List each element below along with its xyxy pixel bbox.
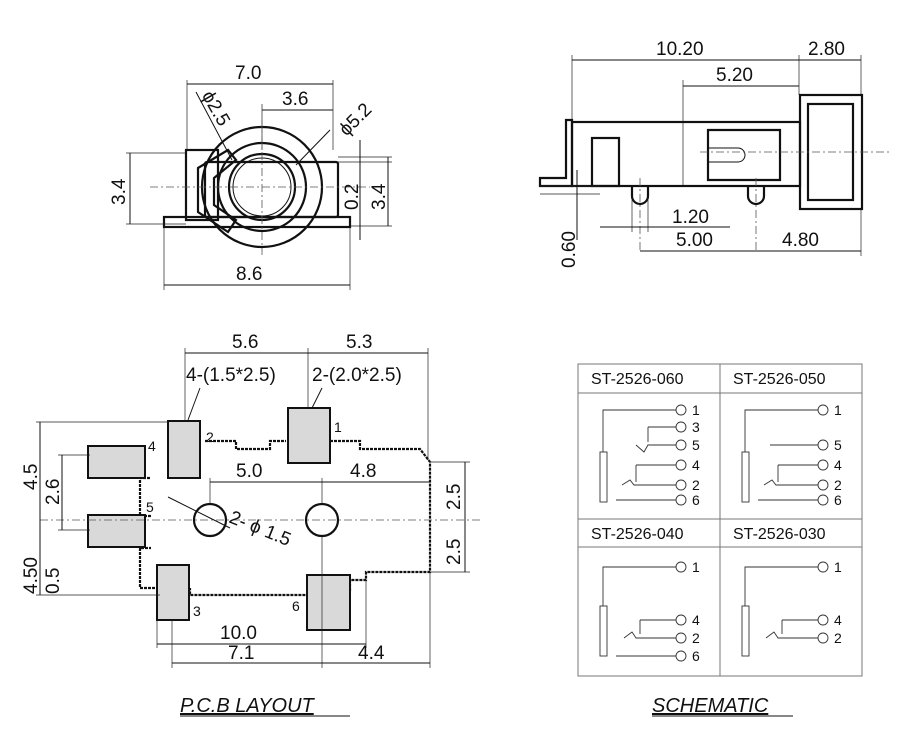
s050-pin-5: 5 bbox=[834, 437, 842, 453]
s030-pin-1: 1 bbox=[834, 559, 842, 575]
dim-rear: 4.80 bbox=[782, 230, 819, 251]
dim-height-left: 3.4 bbox=[109, 178, 130, 205]
model-040: ST-2526-040 bbox=[591, 526, 684, 543]
side-view: 10.20 2.80 5.20 0.60 1.20 5.00 4.80 bbox=[538, 39, 890, 268]
s060-pin-1: 1 bbox=[692, 402, 700, 418]
front-view: 7.0 3.6 ϕ2.5 ϕ5.2 3.4 0.2 3.4 bbox=[109, 63, 392, 290]
pin-label-6: 6 bbox=[292, 598, 300, 614]
pad-1 bbox=[287, 407, 331, 464]
dim-width-bottom: 8.6 bbox=[236, 264, 262, 285]
pad-4 bbox=[87, 445, 146, 479]
pad-6 bbox=[306, 574, 351, 631]
dim-pcb-top-right: 5.3 bbox=[346, 332, 372, 353]
pcb-caption: P.C.B LAYOUT bbox=[180, 695, 316, 717]
schematic-caption: SCHEMATIC bbox=[652, 695, 769, 717]
dim-pcb-top-left: 5.6 bbox=[232, 332, 258, 353]
s050-pin-6: 6 bbox=[834, 492, 842, 508]
dim-length: 10.20 bbox=[656, 39, 704, 60]
pcb-layout: 5.6 5.3 4-(1.5*2.5) 2-(2.0*2.5) 4 2 1 5 … bbox=[21, 332, 480, 717]
schematic: ST-2526-060 ST-2526-050 ST-2526-040 ST-2… bbox=[577, 363, 863, 717]
hole-note: 2- ϕ 1.5 bbox=[226, 507, 294, 551]
dim-head: 2.80 bbox=[808, 39, 845, 60]
dim-width-top: 7.0 bbox=[235, 63, 261, 84]
dim-left-4-50: 4.50 bbox=[21, 557, 42, 594]
dim-bottom-right: 4.4 bbox=[358, 643, 385, 664]
dim-inner-right: 4.8 bbox=[350, 461, 376, 482]
dim-height-right: 3.4 bbox=[369, 183, 390, 210]
s060-pin-6: 6 bbox=[692, 492, 700, 508]
schematic-060: 1 3 5 4 2 6 bbox=[599, 402, 700, 508]
schematic-030: 1 4 2 bbox=[741, 559, 842, 657]
dim-offset: 3.6 bbox=[282, 89, 308, 110]
s060-pin-2: 2 bbox=[692, 477, 700, 493]
dim-inner: 5.20 bbox=[716, 65, 753, 86]
s060-pin-4: 4 bbox=[692, 457, 700, 473]
dim-inner-spacing: 5.0 bbox=[236, 461, 262, 482]
model-060: ST-2526-060 bbox=[591, 371, 684, 388]
dim-peg: 1.20 bbox=[672, 207, 709, 228]
pad-3 bbox=[156, 564, 190, 621]
pin-label-3: 3 bbox=[193, 603, 201, 619]
model-030: ST-2526-030 bbox=[733, 526, 826, 543]
s060-pin-5: 5 bbox=[692, 437, 700, 453]
pin-label-4: 4 bbox=[148, 438, 156, 454]
s060-pin-3: 3 bbox=[692, 419, 700, 435]
pad-2 bbox=[167, 420, 201, 479]
dim-hole-large: ϕ5.2 bbox=[335, 99, 376, 140]
s050-pin-2: 2 bbox=[834, 477, 842, 493]
dim-left-4-5: 4.5 bbox=[21, 464, 42, 490]
dim-right-bottom: 2.5 bbox=[444, 539, 465, 565]
pin-label-2: 2 bbox=[206, 429, 214, 445]
dim-right-top: 2.5 bbox=[444, 484, 465, 510]
pin-label-5: 5 bbox=[146, 499, 154, 515]
s050-pin-1: 1 bbox=[834, 402, 842, 418]
s030-pin-2: 2 bbox=[834, 630, 842, 646]
s040-pin-2: 2 bbox=[692, 630, 700, 646]
schematic-040: 1 4 2 6 bbox=[599, 559, 700, 664]
pad-note-a: 4-(1.5*2.5) bbox=[186, 365, 276, 386]
s050-pin-4: 4 bbox=[834, 457, 842, 473]
dim-peg-spacing: 5.00 bbox=[676, 230, 713, 251]
s030-pin-4: 4 bbox=[834, 612, 842, 628]
pin-label-1: 1 bbox=[334, 419, 342, 435]
dim-left-2-6: 2.6 bbox=[43, 479, 64, 505]
dim-left-0-5: 0.5 bbox=[43, 568, 64, 594]
pad-note-b: 2-(2.0*2.5) bbox=[312, 365, 402, 386]
dim-offset-small: 0.2 bbox=[342, 184, 363, 210]
schematic-050: 1 5 4 2 6 bbox=[741, 402, 842, 508]
s040-pin-1: 1 bbox=[692, 559, 700, 575]
s040-pin-6: 6 bbox=[692, 648, 700, 664]
dim-bottom-total: 10.0 bbox=[220, 623, 257, 644]
s040-pin-4: 4 bbox=[692, 612, 700, 628]
dim-bottom-left: 7.1 bbox=[228, 643, 254, 664]
model-050: ST-2526-050 bbox=[733, 371, 826, 388]
dim-hole-small: ϕ2.5 bbox=[197, 87, 234, 130]
dim-stand: 0.60 bbox=[559, 231, 580, 268]
